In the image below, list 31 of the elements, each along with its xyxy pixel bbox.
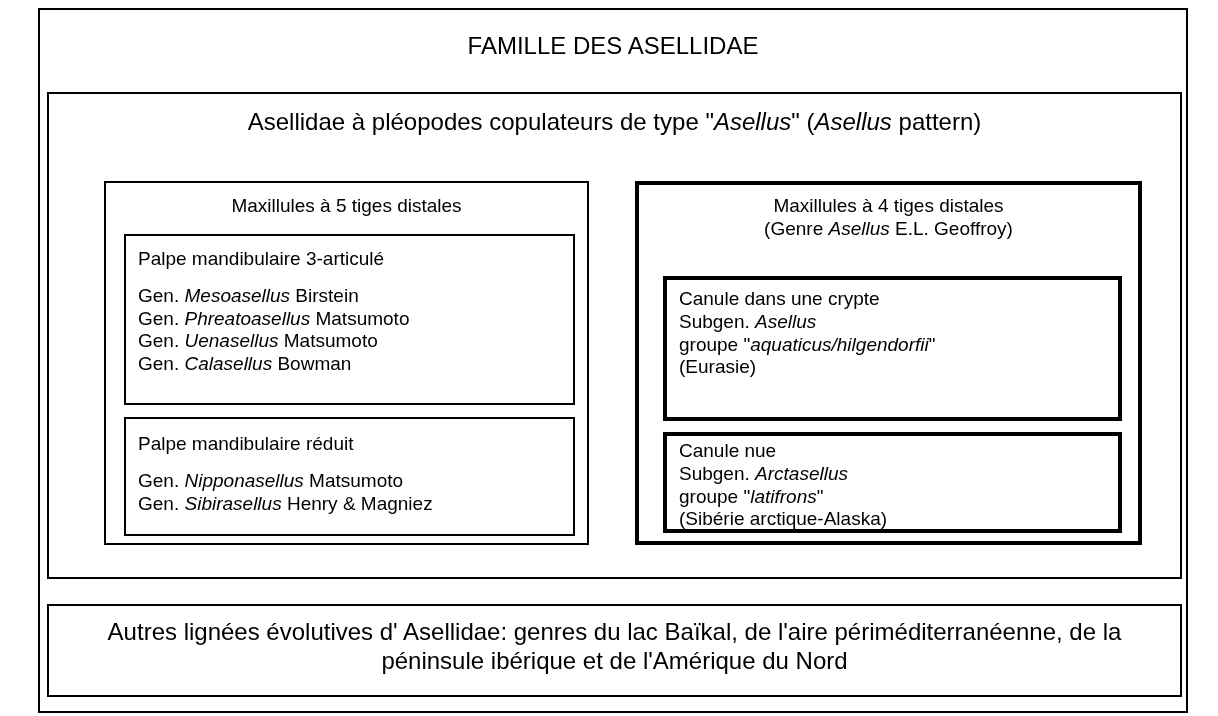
box-heading: FAMILLE DES ASELLIDAE bbox=[466, 32, 760, 61]
taxon-entry: Subgen. Asellus bbox=[679, 310, 818, 334]
box-heading: Palpe mandibulaire réduit bbox=[138, 433, 355, 456]
taxon-entry: Gen. Mesoasellus Birstein bbox=[138, 284, 360, 308]
taxon-entry: Gen. Uenasellus Matsumoto bbox=[138, 330, 379, 354]
taxon-box bbox=[663, 276, 1122, 421]
taxon-entry: Subgen. Arctasellus bbox=[679, 462, 849, 486]
family-box bbox=[38, 8, 1188, 713]
taxon-entry: groupe "aquaticus/hilgendorfii" bbox=[679, 333, 937, 357]
box-heading: Maxillules à 5 tiges distales bbox=[230, 195, 463, 218]
taxon-entry: (Sibérie arctique-Alaska) bbox=[679, 508, 889, 532]
taxon-entry: Gen. Nipponasellus Matsumoto bbox=[138, 469, 405, 493]
taxon-entry: groupe "latifrons" bbox=[679, 485, 825, 509]
group-box bbox=[104, 181, 589, 545]
group-box bbox=[47, 92, 1182, 579]
lineage-box bbox=[47, 604, 1182, 697]
box-heading: Asellidae à pléopodes copulateurs de type "Asellus" (Asellus pattern) bbox=[246, 108, 983, 137]
taxon-entry: Gen. Sibirasellus Henry & Magniez bbox=[138, 492, 434, 516]
box-heading: Palpe mandibulaire 3-articulé bbox=[138, 248, 386, 271]
box-heading: Maxillules à 4 tiges distales bbox=[772, 195, 1005, 218]
taxon-box bbox=[663, 432, 1122, 533]
taxon-entry: Gen. Phreatoasellus Matsumoto bbox=[138, 307, 411, 331]
taxon-entry: (Genre Asellus E.L. Geoffroy) bbox=[763, 217, 1014, 241]
box-heading: Canule nue bbox=[679, 440, 778, 463]
box-heading: Canule dans une crypte bbox=[679, 288, 881, 311]
taxon-entry: (Eurasie) bbox=[679, 356, 758, 380]
taxon-box bbox=[124, 234, 575, 405]
box-heading: Autres lignées évolutives d' Asellidae: genres du lac Baïkal, de l'aire périméditerranéenne, de la péninsule ibérique et de l'Amérique du Nord bbox=[106, 618, 1123, 676]
taxon-entry: Gen. Calasellus Bowman bbox=[138, 353, 353, 376]
group-box bbox=[635, 181, 1142, 545]
taxon-box bbox=[124, 417, 575, 536]
